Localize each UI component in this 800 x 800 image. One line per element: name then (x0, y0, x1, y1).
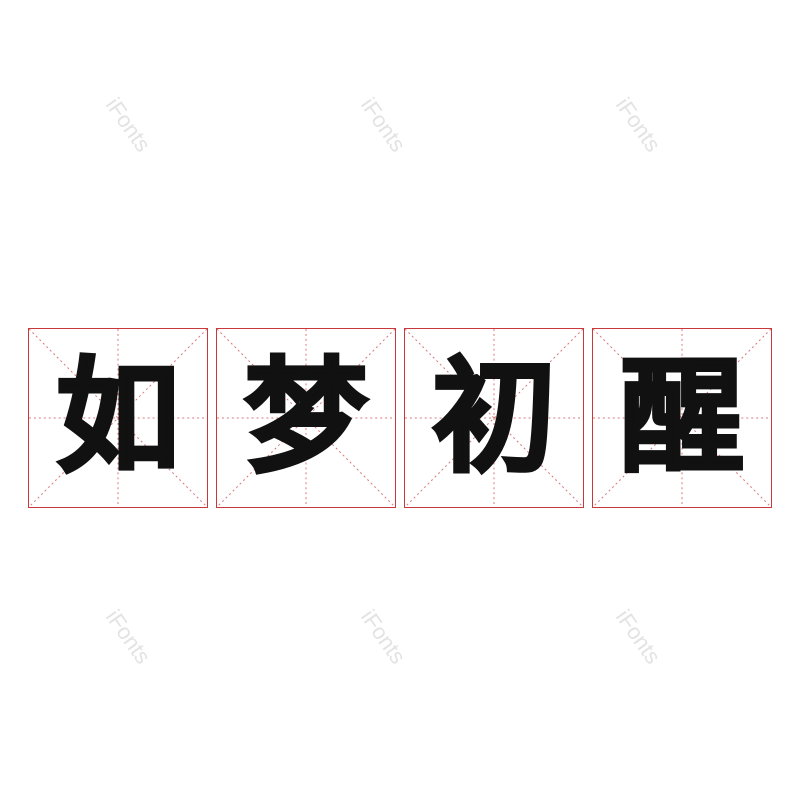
mi-grid-guides (217, 329, 395, 507)
character-row: 如 梦 初 (28, 328, 772, 510)
mi-grid-guides (29, 329, 207, 507)
watermark: iFonts (610, 93, 666, 157)
character-grid-cell: 初 (404, 328, 584, 508)
title-character: 梦 (242, 346, 369, 490)
mi-grid-guides (593, 329, 771, 507)
character-grid-cell: 醒 (592, 328, 772, 508)
character-grid-cell: 如 (28, 328, 208, 508)
watermark: iFonts (610, 605, 666, 669)
character-grid-cell: 梦 (216, 328, 396, 508)
watermark: iFonts (355, 605, 411, 669)
title-character: 醒 (618, 346, 745, 490)
title-character: 如 (54, 346, 181, 490)
watermark: iFonts (100, 93, 156, 157)
watermark: iFonts (100, 605, 156, 669)
mi-grid-guides (405, 329, 583, 507)
title-character: 初 (430, 346, 557, 490)
watermark: iFonts (355, 93, 411, 157)
